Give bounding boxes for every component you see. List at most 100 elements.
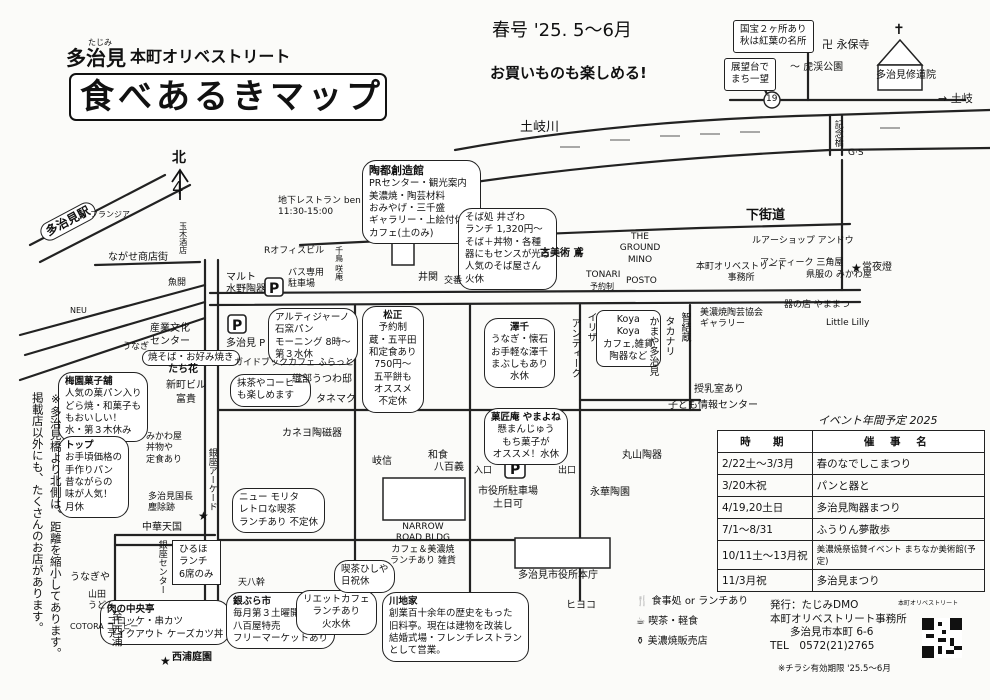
ground-mino-label: THE GROUND MINO (619, 232, 661, 265)
publisher-box: 発行：たじみDMO 本町オリベストリート事務所 多治見市本町 6-6 TEL 0… (770, 599, 907, 652)
takoyaki-bubble: 抹茶やコーヒーも楽しめます (230, 374, 311, 407)
nagase-label: ながせ商店街 (108, 252, 168, 263)
issue-label: 春号 '25. 5～6月 (492, 20, 632, 41)
svg-text:★: ★ (198, 509, 209, 523)
tenma-label: 天八幹 (238, 578, 266, 588)
svg-text:★: ★ (160, 654, 171, 668)
iriza-label: イリザ (585, 312, 596, 342)
r-office-label: Rオフィスビル (264, 246, 325, 256)
maruto-label: マルト (226, 272, 256, 283)
hirohoh-box: ひるほランチ 6席のみ (172, 540, 221, 586)
tajimi-kinkou-label: 多治見国長塵除跡 (148, 492, 194, 514)
mino-kyokai-label: 美濃焼陶芸協会ギャラリー (700, 308, 764, 330)
exit-label: 出口 (558, 466, 577, 476)
svg-text:★: ★ (851, 261, 862, 275)
cup-icon: ☕ (636, 616, 645, 627)
maruyama-label: 丸山陶器 (622, 450, 662, 461)
posto-label: POSTO (626, 276, 657, 286)
kinenbashi-label: 記念橋 (832, 120, 843, 147)
inset-note-temple: 国宝２ヶ所あり 秋は紅葉の名所 (733, 20, 814, 53)
kaneyo-label: カネヨ陶磁器 (282, 428, 342, 439)
north-label: 北 (172, 150, 186, 166)
antique-sankaku-label: アンティーク 三角屋 (760, 258, 844, 268)
ginza-center-label: 銀座センター (156, 540, 167, 594)
qr-code[interactable] (922, 618, 962, 658)
church-icon: ✝ (893, 22, 905, 38)
posto-reservation: 予約制 (590, 282, 614, 291)
route19-label: 19 (766, 94, 778, 104)
soba-bubble: そば処 井ざわ ランチ 1,320円～ そば＋丼物・各種 器にもセンスが光る 人… (458, 208, 558, 291)
left-note-1: ※多治見橋より北側は、距離を縮小してあります。 (48, 392, 63, 659)
church-label: 多治見修道院 (876, 70, 936, 81)
happaku-label: 八百義 (434, 462, 464, 473)
hoshi-bubble: 焼そば・お好み焼き (142, 350, 240, 367)
toki-label: → 土岐 (938, 92, 973, 105)
mikawaya-kenpuku-label: 県服の みかわ屋 (806, 270, 872, 280)
kakehi-label: 井関 (418, 272, 438, 283)
events-header-period: 時 期 (717, 430, 813, 453)
river-label: 土岐川 (520, 120, 560, 135)
kissa-bubble: 喫茶ひしや日祝休 (334, 560, 396, 593)
tokan-bubble: 陶都創造館 PRセンター・観光案内 美濃焼・陶芸材料 おみやげ・三千盛 ギャラリ… (362, 160, 481, 245)
bus-parking-label: バス専用駐車場 (288, 268, 325, 290)
mizuno-label: 水野陶器 (226, 284, 266, 295)
entrance-label: 入口 (474, 466, 493, 476)
eika-label: 永華陶園 (590, 487, 630, 498)
eihoji-label: 卍 永保寺 (822, 38, 870, 51)
oribe-logo: 本町オリベストリート (898, 600, 959, 607)
altigiano-bubble: アルティジャーノ石窯パン モーニング 8時～第３水休 (268, 308, 358, 366)
takanari-label: タカナリ (663, 316, 674, 356)
city-hall-label: 多治見市役所本庁 (518, 570, 598, 581)
main-title-frame (69, 73, 387, 121)
andou-label: ルアーショップ アンドウ (752, 236, 854, 246)
riette-bubble: リエットカフェランチあり 火水休 (296, 590, 377, 636)
svg-text:P: P (232, 318, 242, 334)
gifu-shin-label: 岐信 (372, 456, 392, 467)
wakura-label: 和食 (428, 450, 448, 461)
table-row: 2/22土～3/3月春のなでしこまつり (717, 452, 986, 475)
svg-text:P: P (510, 462, 520, 478)
itarada-label: 至 西浦 (110, 610, 124, 647)
tagline: お買いものも楽しめる! (490, 64, 647, 82)
north-mark: 4 (172, 178, 184, 199)
mikawaya-label: みかわ屋丼物や定食あり (146, 432, 183, 465)
ginbura-bubble: 銀ぶら市毎月第３土曜開催 八百屋特売フリーマーケットあり (226, 592, 336, 650)
kobijutsu-label: 古美術 鳶 (540, 248, 584, 259)
validity-note: ※チラシ有効期限 '25.5～6月 (778, 664, 891, 674)
meat-bubble: 肉の中央亭コロッケ・串カツ テイクアウト ケーズカツ丼 (100, 600, 231, 646)
events-header-row: 時 期 催 事 名 (717, 430, 986, 453)
unagi-label: うなぎ (122, 342, 150, 352)
events-title: イベント年間予定 2025 (818, 414, 938, 427)
junyu-label: 授乳室あり (694, 384, 744, 395)
gs-label: G·S (848, 148, 864, 158)
cotora-label: COTORA コーヒー (70, 622, 139, 631)
joyatou-label: 常夜燈 (862, 262, 892, 273)
chuka-label: 中華天国 (142, 522, 182, 533)
sakuragi-label: 千鳥 咲庵 (334, 246, 344, 281)
neu-label: NEU (70, 306, 87, 315)
sangyo-label: 産業文化センター (150, 323, 190, 347)
street-name: 本町オリベストリート (130, 47, 291, 66)
pottery-icon: ⚱ (636, 636, 645, 647)
kouban-label: 交番 (444, 276, 463, 286)
chikushi-label: 智結蔵 (679, 312, 690, 342)
city-name: 多治見 (66, 46, 126, 70)
legend-food: 🍴 食事処 or ランチあり (636, 596, 749, 607)
uogen-label: 魚開 (168, 278, 187, 288)
tamaki-label: 玉木酒店 (178, 222, 188, 254)
table-row: 3/20木祝パンと器と (717, 474, 986, 497)
table-row: 10/11土～13月祝美濃焼祭協賛イベント まちなか美術館(予定) (717, 540, 986, 570)
momiji-bubble: 梅園菓子舗人気の菓パン入り どら焼・和菓子ももおいしい！ 水・第３木休み (58, 372, 149, 442)
left-note-2: 掲載店以外にも、たくさんのお店があります。 (30, 392, 45, 634)
furaco-label: フランジア (90, 210, 130, 219)
hiyoko-label: ヒヨコ (566, 600, 596, 611)
svg-text:P: P (269, 281, 279, 297)
tanemaku-label: タネマク (316, 394, 356, 405)
tonari-label: TONARI (586, 270, 621, 280)
city-parking-label: 市役所駐車場土日可 (478, 486, 538, 510)
kawaji-bubble: 川地家創業百十余年の歴史をもった 旧料亭。現在は建物を改装し結婚式場・フレンチレ… (382, 592, 530, 662)
morita-bubble: ニュー モリタレトロな喫茶 ランチあり 不定休 (232, 488, 326, 534)
kodomo-label: 子ども情報センター (668, 400, 758, 411)
